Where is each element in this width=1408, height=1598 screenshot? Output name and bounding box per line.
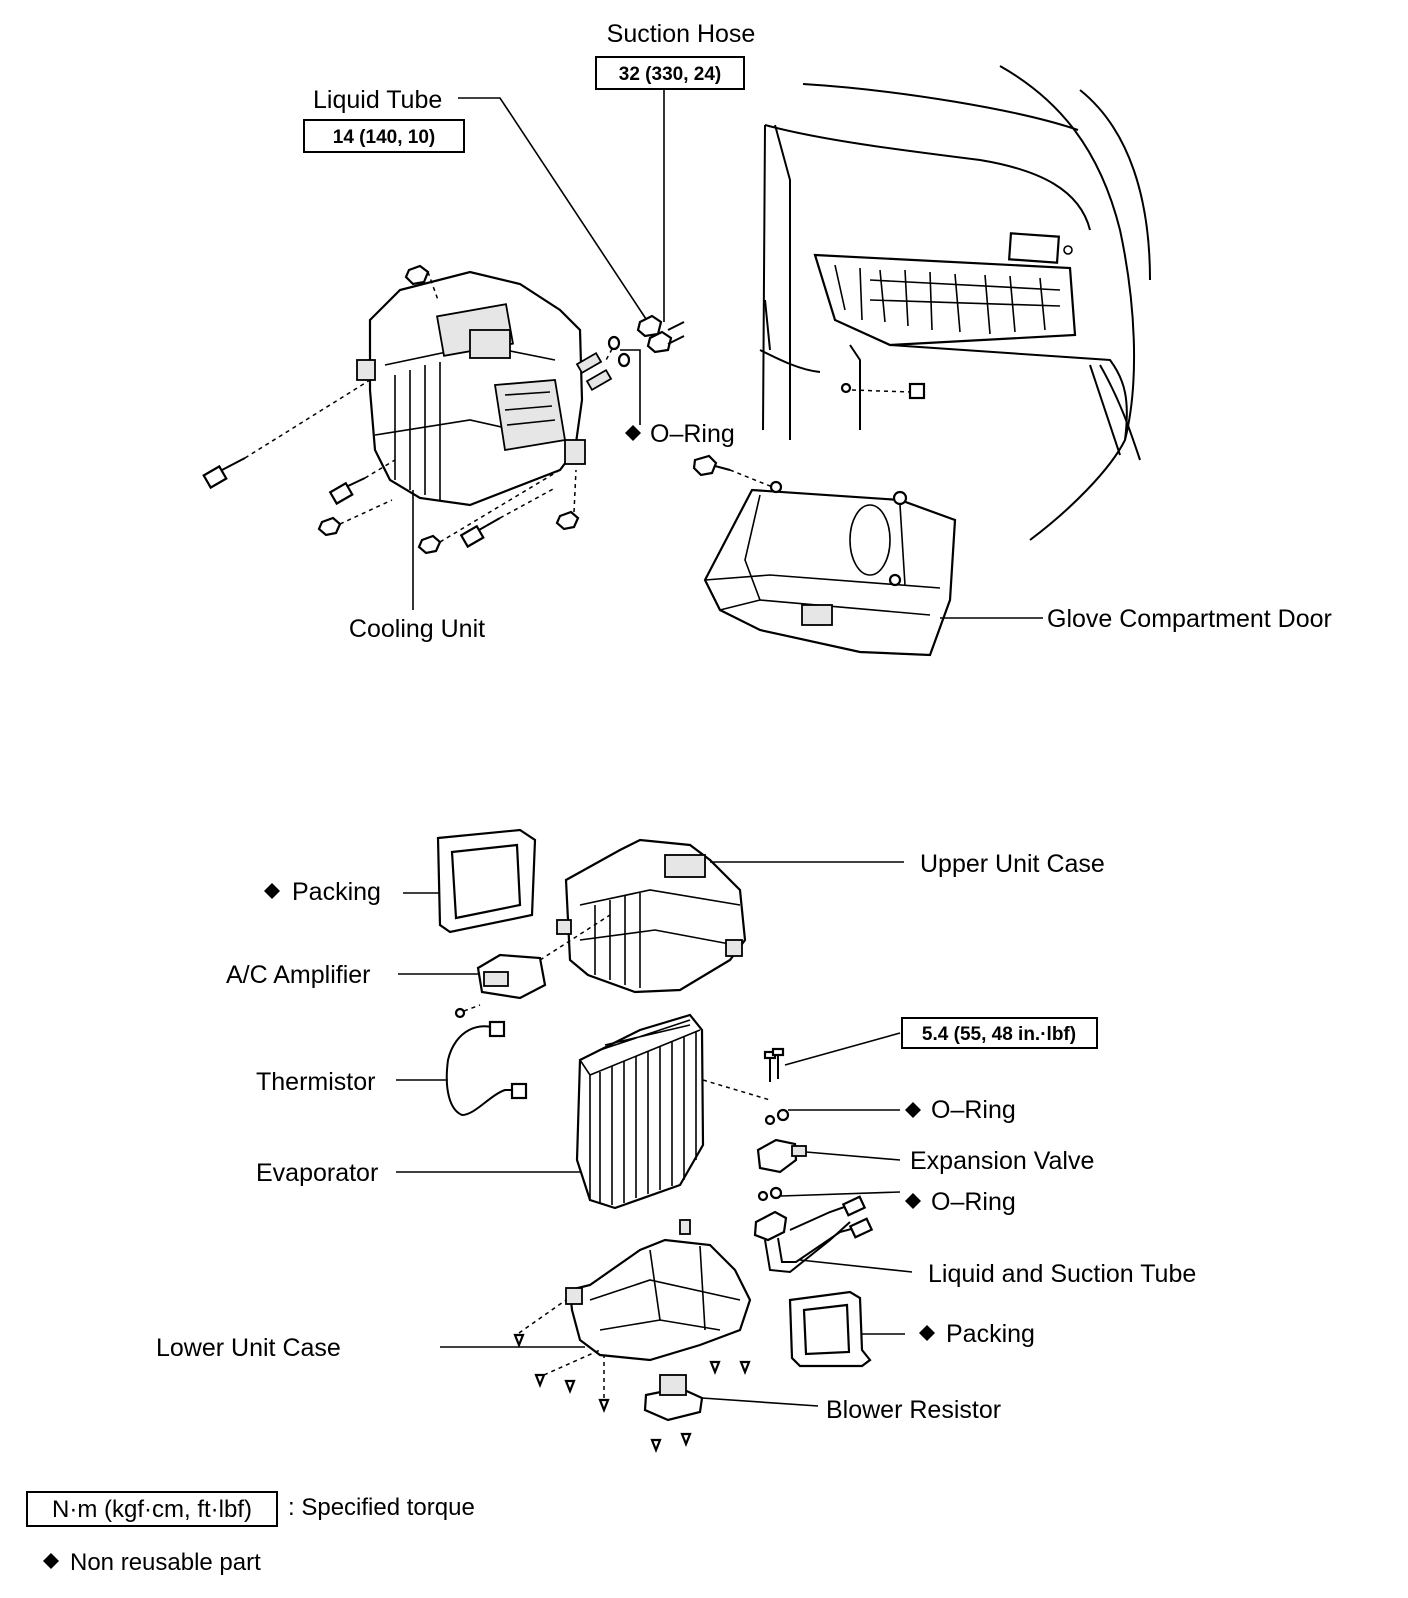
ac-amplifier-drawing (476, 953, 547, 1000)
nut-icon (317, 516, 342, 537)
o-ring-icon (764, 1114, 776, 1126)
torque-box-leader (784, 1032, 901, 1066)
valve-bolts-drawing (763, 1047, 785, 1082)
lower-unit-case-label: Lower Unit Case (156, 1334, 341, 1362)
non-reusable-diamond-icon (905, 1193, 921, 1209)
o-ring-leader (620, 349, 641, 425)
non-reusable-diamond-icon (43, 1553, 59, 1569)
screw-icon (534, 1373, 546, 1388)
screw-icon (564, 1379, 576, 1394)
screw-icon (513, 1333, 525, 1348)
liquid-suction-tube-drawing (753, 1195, 874, 1274)
screw-icon (908, 382, 926, 400)
o-ring-lower-label: O–Ring (931, 1188, 1016, 1216)
nut-icon (404, 264, 430, 286)
valve-torque: 5.4 (55, 48 in.·lbf) (922, 1024, 1076, 1045)
exploded-view: Packing Upper Unit Case A/C Amplifier (156, 828, 1196, 1453)
nut-icon (417, 534, 442, 555)
glove-compartment-drawing (692, 454, 957, 657)
ac-amplifier-label: A/C Amplifier (226, 961, 370, 989)
o-ring-icon (607, 335, 621, 351)
bolt-icon (328, 477, 366, 506)
legend-torque-box (26, 1491, 278, 1527)
legend: N·m (kgf·cm, ft·lbf) : Specified torque … (26, 1491, 475, 1576)
suction-hose-torque-box (595, 56, 745, 90)
packing-top-label: Packing (292, 878, 381, 906)
lower-screws (513, 1299, 751, 1453)
upper-unit-case-label: Upper Unit Case (920, 850, 1105, 878)
evaporator-label: Evaporator (256, 1159, 378, 1187)
o-ring-icon (769, 1186, 783, 1200)
upper-unit-case-drawing (556, 838, 747, 994)
screw-icon (598, 1398, 610, 1413)
liquid-tube-torque-box (303, 119, 465, 153)
o-ring-icon (776, 1108, 790, 1122)
screw-icon (680, 1432, 692, 1447)
suction-hose-label: Suction Hose (607, 20, 756, 48)
thermistor-drawing (445, 1004, 528, 1117)
nut-icon (555, 510, 580, 531)
legend-torque-text: : Specified torque (288, 1494, 475, 1521)
non-reusable-diamond-icon (919, 1325, 935, 1341)
lower-unit-case-drawing (565, 1219, 752, 1362)
non-reusable-diamond-icon (905, 1102, 921, 1118)
blower-resistor-leader (701, 1397, 819, 1407)
non-reusable-diamond-icon (625, 425, 641, 441)
cooling-unit-label: Cooling Unit (349, 615, 485, 643)
nut-icon (692, 454, 718, 477)
valve-torque-box (901, 1017, 1098, 1049)
top-view: Suction Hose 32 (330, 24) Liquid Tube 14… (202, 20, 1332, 657)
nut-icon (646, 330, 673, 354)
expansion-valve-label: Expansion Valve (910, 1147, 1094, 1175)
screw-icon (709, 1360, 721, 1375)
liquid-and-suction-tube-label: Liquid and Suction Tube (928, 1260, 1196, 1288)
liquid-tube-torque: 14 (140, 10) (333, 127, 435, 148)
o-ring-top-label: O–Ring (650, 420, 735, 448)
fasteners-top (202, 264, 685, 555)
screw-icon (650, 1438, 662, 1453)
thermistor-label: Thermistor (256, 1068, 375, 1096)
o-ring-upper-label: O–Ring (931, 1096, 1016, 1124)
liquid-tube-leader (458, 97, 649, 323)
o-ring-icon (617, 352, 631, 368)
glove-compartment-door-label: Glove Compartment Door (1047, 605, 1332, 633)
o-ring-lower-leader (780, 1191, 901, 1197)
blower-resistor-label: Blower Resistor (826, 1396, 1001, 1424)
legend-torque-unit: N·m (kgf·cm, ft·lbf) (52, 1496, 252, 1523)
packing-top-drawing (436, 828, 537, 934)
expansion-valve-leader (805, 1151, 901, 1161)
suction-hose-torque: 32 (330, 24) (619, 64, 721, 85)
liquid-tube-label: Liquid Tube (313, 86, 442, 114)
cooling-unit-drawing (356, 270, 613, 507)
expansion-valve-drawing (756, 1138, 807, 1174)
packing-bottom-label: Packing (946, 1320, 1035, 1348)
legend-non-reusable-text: Non reusable part (70, 1549, 261, 1576)
packing-bottom-drawing (788, 1290, 872, 1368)
non-reusable-diamond-icon (264, 883, 280, 899)
o-ring-icon (757, 1190, 769, 1202)
bolt-icon (459, 517, 501, 549)
bolt-icon (202, 457, 246, 490)
screw-icon (739, 1360, 751, 1375)
blower-resistor-drawing (643, 1374, 704, 1422)
evaporator-drawing (575, 1013, 705, 1210)
dashboard-drawing (759, 65, 1151, 541)
liquid-suction-tube-leader (799, 1259, 913, 1273)
